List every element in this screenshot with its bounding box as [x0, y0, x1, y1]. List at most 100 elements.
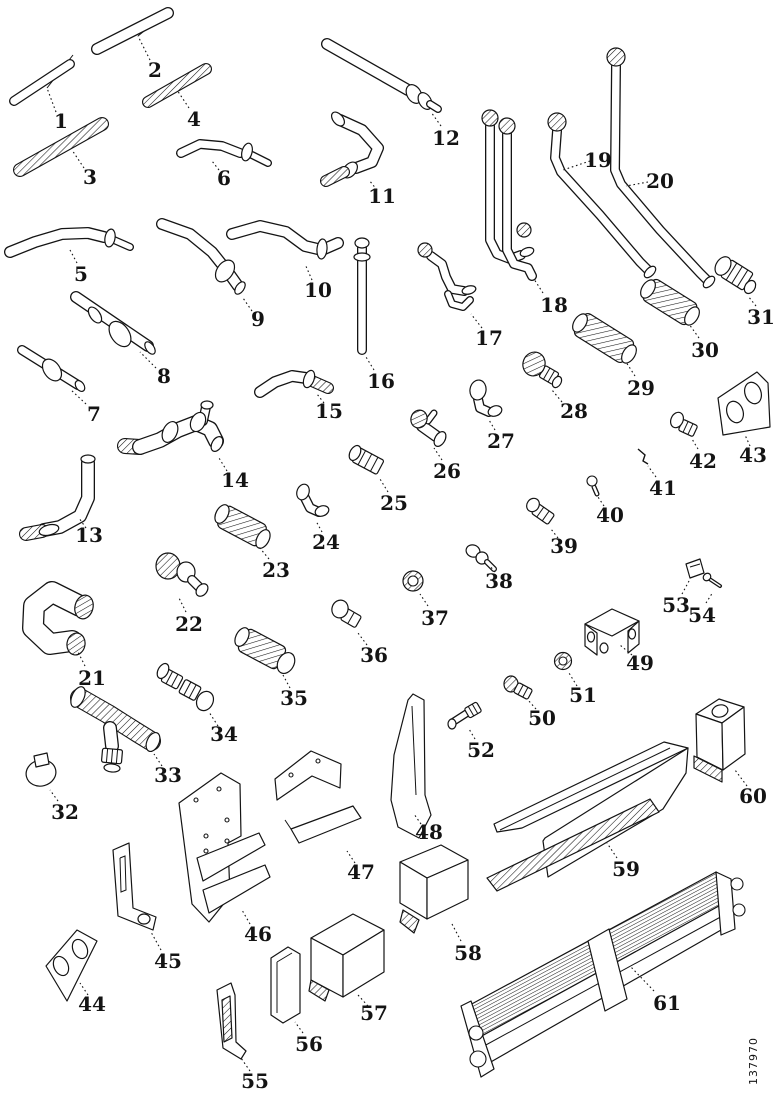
- part-30: 30: [640, 278, 719, 362]
- part-number-6: 6: [217, 166, 231, 190]
- leader-line-15: [316, 393, 325, 404]
- part-number-10: 10: [304, 278, 332, 302]
- leader-line-17: [470, 313, 483, 329]
- part-31: 31: [714, 256, 775, 329]
- leader-line-46: [241, 909, 251, 925]
- part-number-23: 23: [262, 558, 290, 582]
- part-number-60: 60: [739, 784, 767, 808]
- part-40: 40: [586, 475, 624, 527]
- part-number-21: 21: [78, 666, 106, 690]
- part-number-1: 1: [54, 109, 68, 133]
- leader-line-30: [688, 323, 700, 339]
- leader-line-2: [137, 35, 151, 61]
- part-55: 55: [216, 982, 269, 1093]
- part-number-19: 19: [584, 148, 612, 172]
- figure-number: 137970: [747, 1037, 760, 1085]
- part-8: 8: [70, 291, 171, 388]
- part-47: 47: [274, 750, 375, 884]
- part-number-15: 15: [315, 399, 343, 423]
- part-44: 44: [45, 929, 106, 1016]
- part-1: 1: [9, 54, 75, 133]
- part-14: 14: [117, 400, 249, 492]
- part-number-29: 29: [627, 376, 655, 400]
- part-number-41: 41: [649, 476, 677, 500]
- part-number-58: 58: [454, 941, 482, 965]
- part-37: 37: [402, 570, 449, 630]
- part-32: 32: [25, 752, 79, 824]
- part-number-35: 35: [280, 686, 308, 710]
- part-number-24: 24: [312, 530, 340, 554]
- part-58: 58: [399, 844, 482, 965]
- part-number-49: 49: [626, 651, 654, 675]
- part-9: 9: [156, 218, 265, 331]
- part-number-33: 33: [154, 763, 182, 787]
- part-number-45: 45: [154, 949, 182, 973]
- part-61: 61: [460, 871, 746, 1078]
- part-43: 43: [717, 371, 771, 467]
- part-number-55: 55: [241, 1069, 269, 1093]
- part-number-14: 14: [221, 468, 249, 492]
- part-number-54: 54: [688, 603, 716, 627]
- part-45: 45: [112, 842, 182, 973]
- part-24: 24: [296, 483, 340, 554]
- part-number-3: 3: [83, 165, 97, 189]
- part-4: 4: [142, 63, 212, 131]
- part-number-26: 26: [433, 459, 461, 483]
- part-number-48: 48: [415, 820, 443, 844]
- part-number-18: 18: [540, 293, 568, 317]
- part-51: 51: [553, 651, 597, 707]
- part-54: 54: [688, 572, 722, 627]
- part-number-2: 2: [148, 58, 162, 82]
- part-52: 52: [447, 701, 495, 762]
- part-number-7: 7: [87, 402, 101, 426]
- part-number-4: 4: [187, 107, 201, 131]
- part-number-32: 32: [51, 800, 79, 824]
- leader-line-13: [78, 517, 87, 529]
- part-29: 29: [572, 312, 655, 400]
- leader-line-45: [150, 931, 162, 951]
- part-23: 23: [214, 504, 290, 582]
- leader-line-10: [304, 263, 313, 281]
- part-number-12: 12: [432, 126, 460, 150]
- part-25: 25: [348, 444, 408, 515]
- leader-line-38: [489, 565, 496, 573]
- part-59: 59: [486, 741, 689, 892]
- leader-line-39: [550, 528, 559, 539]
- part-number-28: 28: [560, 399, 588, 423]
- part-19: 19: [547, 112, 657, 279]
- part-38: 38: [465, 544, 513, 593]
- part-56: 56: [270, 946, 323, 1056]
- leader-line-40: [597, 496, 605, 507]
- part-49: 49: [584, 608, 654, 675]
- part-number-40: 40: [596, 503, 624, 527]
- leader-line-59: [606, 842, 618, 859]
- part-number-44: 44: [78, 992, 106, 1016]
- part-11: 11: [320, 111, 396, 208]
- part-34: 34: [156, 662, 238, 746]
- part-48: 48: [390, 693, 443, 844]
- leader-line-29: [625, 361, 636, 377]
- part-number-17: 17: [475, 326, 503, 350]
- part-number-51: 51: [569, 683, 597, 707]
- part-28: 28: [522, 351, 588, 423]
- part-number-43: 43: [739, 443, 767, 467]
- part-53: 53: [662, 558, 705, 617]
- part-number-20: 20: [646, 169, 674, 193]
- part-57: 57: [308, 913, 388, 1025]
- part-number-9: 9: [251, 307, 265, 331]
- part-number-47: 47: [347, 860, 375, 884]
- part-number-13: 13: [75, 523, 103, 547]
- part-3: 3: [13, 117, 109, 189]
- leader-line-4: [176, 89, 190, 109]
- part-17: 17: [417, 242, 503, 350]
- leader-line-60: [734, 769, 748, 787]
- part-number-31: 31: [747, 305, 775, 329]
- parts-layer: 1234567891011121314151617181920212223242…: [4, 7, 775, 1093]
- leader-line-48: [413, 813, 422, 825]
- part-12: 12: [321, 38, 460, 150]
- part-number-16: 16: [367, 369, 395, 393]
- leader-line-50: [527, 699, 537, 710]
- part-2: 2: [91, 7, 174, 82]
- part-number-59: 59: [612, 857, 640, 881]
